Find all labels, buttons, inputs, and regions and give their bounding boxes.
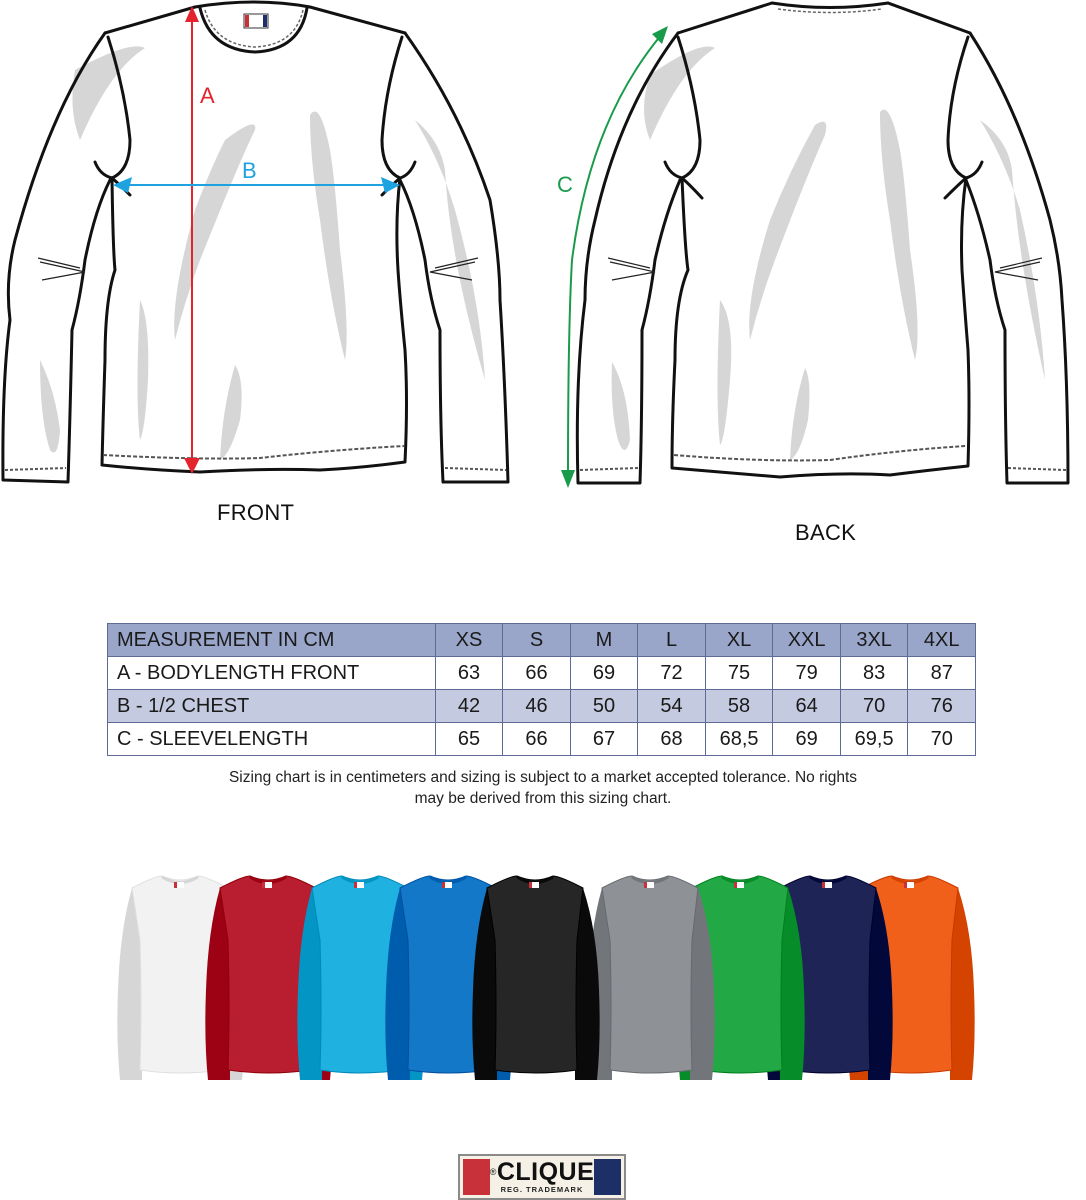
row-label: A - BODYLENGTH FRONT — [107, 656, 436, 690]
table-cell: 69 — [569, 656, 639, 690]
front-view-label: FRONT — [217, 500, 295, 525]
row-label: B - 1/2 CHEST — [107, 689, 436, 723]
measurement-b-label: B — [242, 158, 257, 183]
table-cell: 68 — [637, 722, 706, 756]
size-header-xxl: XXL — [772, 623, 841, 657]
shirt-outline — [1, 0, 510, 484]
size-chart-table: MEASUREMENT IN CM XS S M L XL XXL 3XL 4X… — [107, 623, 976, 756]
brand-tagline: REG. TRADEMARK — [500, 1185, 584, 1194]
table-cell: 87 — [907, 656, 976, 690]
table-cell: 66 — [502, 656, 571, 690]
clique-logo: ®CLIQUE REG. TRADEMARK — [458, 1154, 626, 1200]
size-header-l: L — [637, 623, 706, 657]
size-header-xs: XS — [434, 623, 504, 657]
table-cell: 72 — [637, 656, 706, 690]
table-cell: 68,5 — [704, 722, 774, 756]
table-cell: 67 — [569, 722, 639, 756]
disclaimer-line-1: Sizing chart is in centimeters and sizin… — [228, 769, 858, 786]
table-cell: 63 — [434, 656, 504, 690]
row-label: C - SLEEVELENGTH — [107, 722, 436, 756]
table-row-chest: B - 1/2 CHEST 42 46 50 54 58 64 70 76 — [107, 689, 976, 723]
colorway-shirt-grey-melange — [580, 870, 720, 1095]
table-cell: 50 — [569, 689, 639, 723]
shirt-front-outline-icon: A B — [1, 0, 510, 484]
colorway-shirt-black — [465, 870, 605, 1095]
measurement-a-arrow: A — [184, 6, 215, 474]
table-cell: 42 — [434, 689, 504, 723]
back-view-label: BACK — [795, 520, 857, 545]
table-cell: 54 — [637, 689, 706, 723]
table-cell: 65 — [434, 722, 504, 756]
size-header-m: M — [569, 623, 639, 657]
colorway-lineup — [110, 870, 975, 1095]
size-header-row: MEASUREMENT IN CM XS S M L XL XXL 3XL 4X… — [107, 623, 976, 657]
table-cell: 75 — [704, 656, 774, 690]
logo-blue-block — [594, 1159, 621, 1195]
brand-name: ®CLIQUE — [489, 1158, 595, 1186]
sizing-disclaimer: Sizing chart is in centimeters and sizin… — [190, 767, 896, 809]
neck-label-icon — [243, 13, 269, 29]
hem-stitch — [673, 445, 967, 462]
longsleeve-shirt-icon — [472, 875, 600, 1080]
table-cell: 83 — [839, 656, 909, 690]
size-header-s: S — [502, 623, 571, 657]
table-row-sleevelength: C - SLEEVELENGTH 65 66 67 68 68,5 69 69,… — [107, 722, 976, 756]
disclaimer-line-2: may be derived from this sizing chart. — [414, 790, 672, 807]
table-cell: 64 — [772, 689, 841, 723]
table-cell: 70 — [839, 689, 909, 723]
measurement-b-arrow: B — [113, 158, 400, 193]
logo-red-block — [463, 1159, 490, 1195]
table-cell: 46 — [502, 689, 571, 723]
size-header-xl: XL — [704, 623, 774, 657]
measurement-c-label: C — [557, 172, 573, 197]
fabric-shading — [40, 46, 485, 460]
front-view-drawing: A B — [0, 0, 520, 500]
table-row-bodylength: A - BODYLENGTH FRONT 63 66 69 72 75 79 8… — [107, 656, 976, 690]
table-cell: 70 — [907, 722, 976, 756]
back-view-drawing: C — [550, 0, 1086, 500]
shirt-back-outline-icon: C — [557, 1, 1070, 488]
shirt-outline — [575, 1, 1070, 485]
table-cell: 69,5 — [839, 722, 909, 756]
measurement-c-arrow: C — [557, 26, 668, 488]
longsleeve-shirt-icon — [587, 875, 715, 1080]
size-header-4xl: 4XL — [907, 623, 976, 657]
measurement-a-label: A — [200, 83, 215, 108]
hem-stitch — [102, 445, 405, 460]
fabric-shading — [611, 46, 1045, 460]
table-cell: 66 — [502, 722, 571, 756]
table-cell: 76 — [907, 689, 976, 723]
table-cell: 79 — [772, 656, 841, 690]
table-cell: 58 — [704, 689, 774, 723]
table-cell: 69 — [772, 722, 841, 756]
measurement-header: MEASUREMENT IN CM — [107, 623, 436, 657]
size-header-3xl: 3XL — [839, 623, 909, 657]
